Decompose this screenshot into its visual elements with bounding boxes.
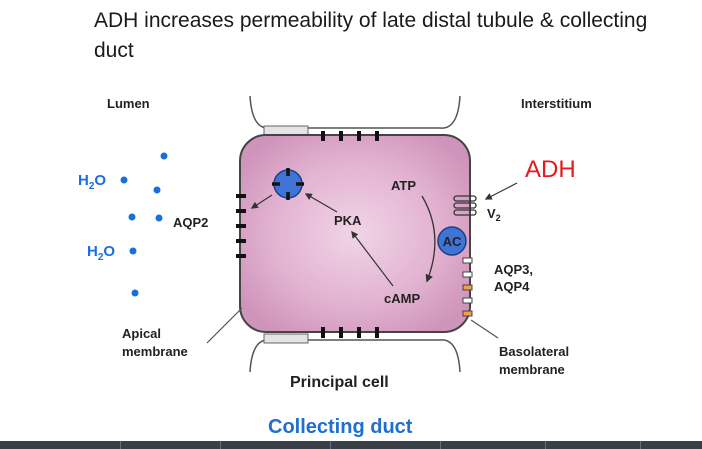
bar-divider bbox=[330, 441, 331, 449]
pka-to-vesicle-arrow bbox=[304, 193, 338, 213]
atp-to-camp-arrow bbox=[421, 195, 436, 283]
aqp34-label-line1: AQP3, bbox=[494, 262, 533, 277]
pka-label: PKA bbox=[334, 213, 362, 228]
apical-label-line1: Apical bbox=[122, 326, 161, 341]
aqp34-label-line2: AQP4 bbox=[494, 279, 530, 294]
ac-label: AC bbox=[443, 234, 462, 249]
aqp2-label: AQP2 bbox=[173, 215, 208, 230]
bar-divider bbox=[545, 441, 546, 449]
neighbor-cell-bottom bbox=[249, 339, 461, 373]
junction-ticks-top bbox=[321, 131, 379, 141]
tight-junction-bottom bbox=[263, 333, 309, 344]
aqp2-channels bbox=[236, 194, 246, 258]
v2-label: V2 bbox=[487, 206, 501, 223]
basolateral-pointer bbox=[470, 319, 499, 339]
h2o-dot-2 bbox=[129, 247, 137, 255]
neighbor-cell-top bbox=[249, 95, 461, 129]
v2-receptor bbox=[453, 195, 477, 216]
adh-label: ADH bbox=[525, 156, 576, 183]
bar-divider bbox=[440, 441, 441, 449]
aqp3-aqp4-channels bbox=[462, 257, 473, 317]
adenylyl-cyclase bbox=[437, 226, 467, 256]
camp-label: cAMP bbox=[384, 291, 420, 306]
water-molecules bbox=[128, 152, 168, 297]
interstitium-label: Interstitium bbox=[521, 96, 592, 111]
apical-pointer bbox=[206, 307, 243, 344]
apical-label-line2: membrane bbox=[122, 344, 188, 359]
h2o-label-1: H2O bbox=[78, 172, 106, 192]
bar-divider bbox=[220, 441, 221, 449]
player-control-bar bbox=[0, 441, 702, 449]
camp-to-pka-arrow bbox=[351, 230, 394, 287]
bar-divider bbox=[640, 441, 641, 449]
h2o-dot-1 bbox=[120, 176, 128, 184]
basolateral-label-line2: membrane bbox=[499, 362, 565, 377]
bar-divider bbox=[120, 441, 121, 449]
principal-cell-label: Principal cell bbox=[290, 374, 389, 391]
atp-label: ATP bbox=[391, 178, 416, 193]
adh-to-v2-arrow bbox=[484, 182, 518, 200]
tight-junction-top bbox=[263, 125, 309, 136]
vesicle-aqp2-ticks bbox=[272, 168, 304, 200]
basolateral-label-line1: Basolateral bbox=[499, 344, 569, 359]
lumen-label: Lumen bbox=[107, 96, 150, 111]
diagram-title: ADH increases permeability of late dista… bbox=[94, 9, 648, 62]
vesicle-to-membrane-arrow bbox=[250, 194, 273, 209]
principal-cell bbox=[239, 134, 471, 333]
junction-ticks-bottom bbox=[321, 327, 379, 338]
collecting-duct-label: Collecting duct bbox=[268, 416, 413, 438]
h2o-label-2: H2O bbox=[87, 243, 115, 263]
